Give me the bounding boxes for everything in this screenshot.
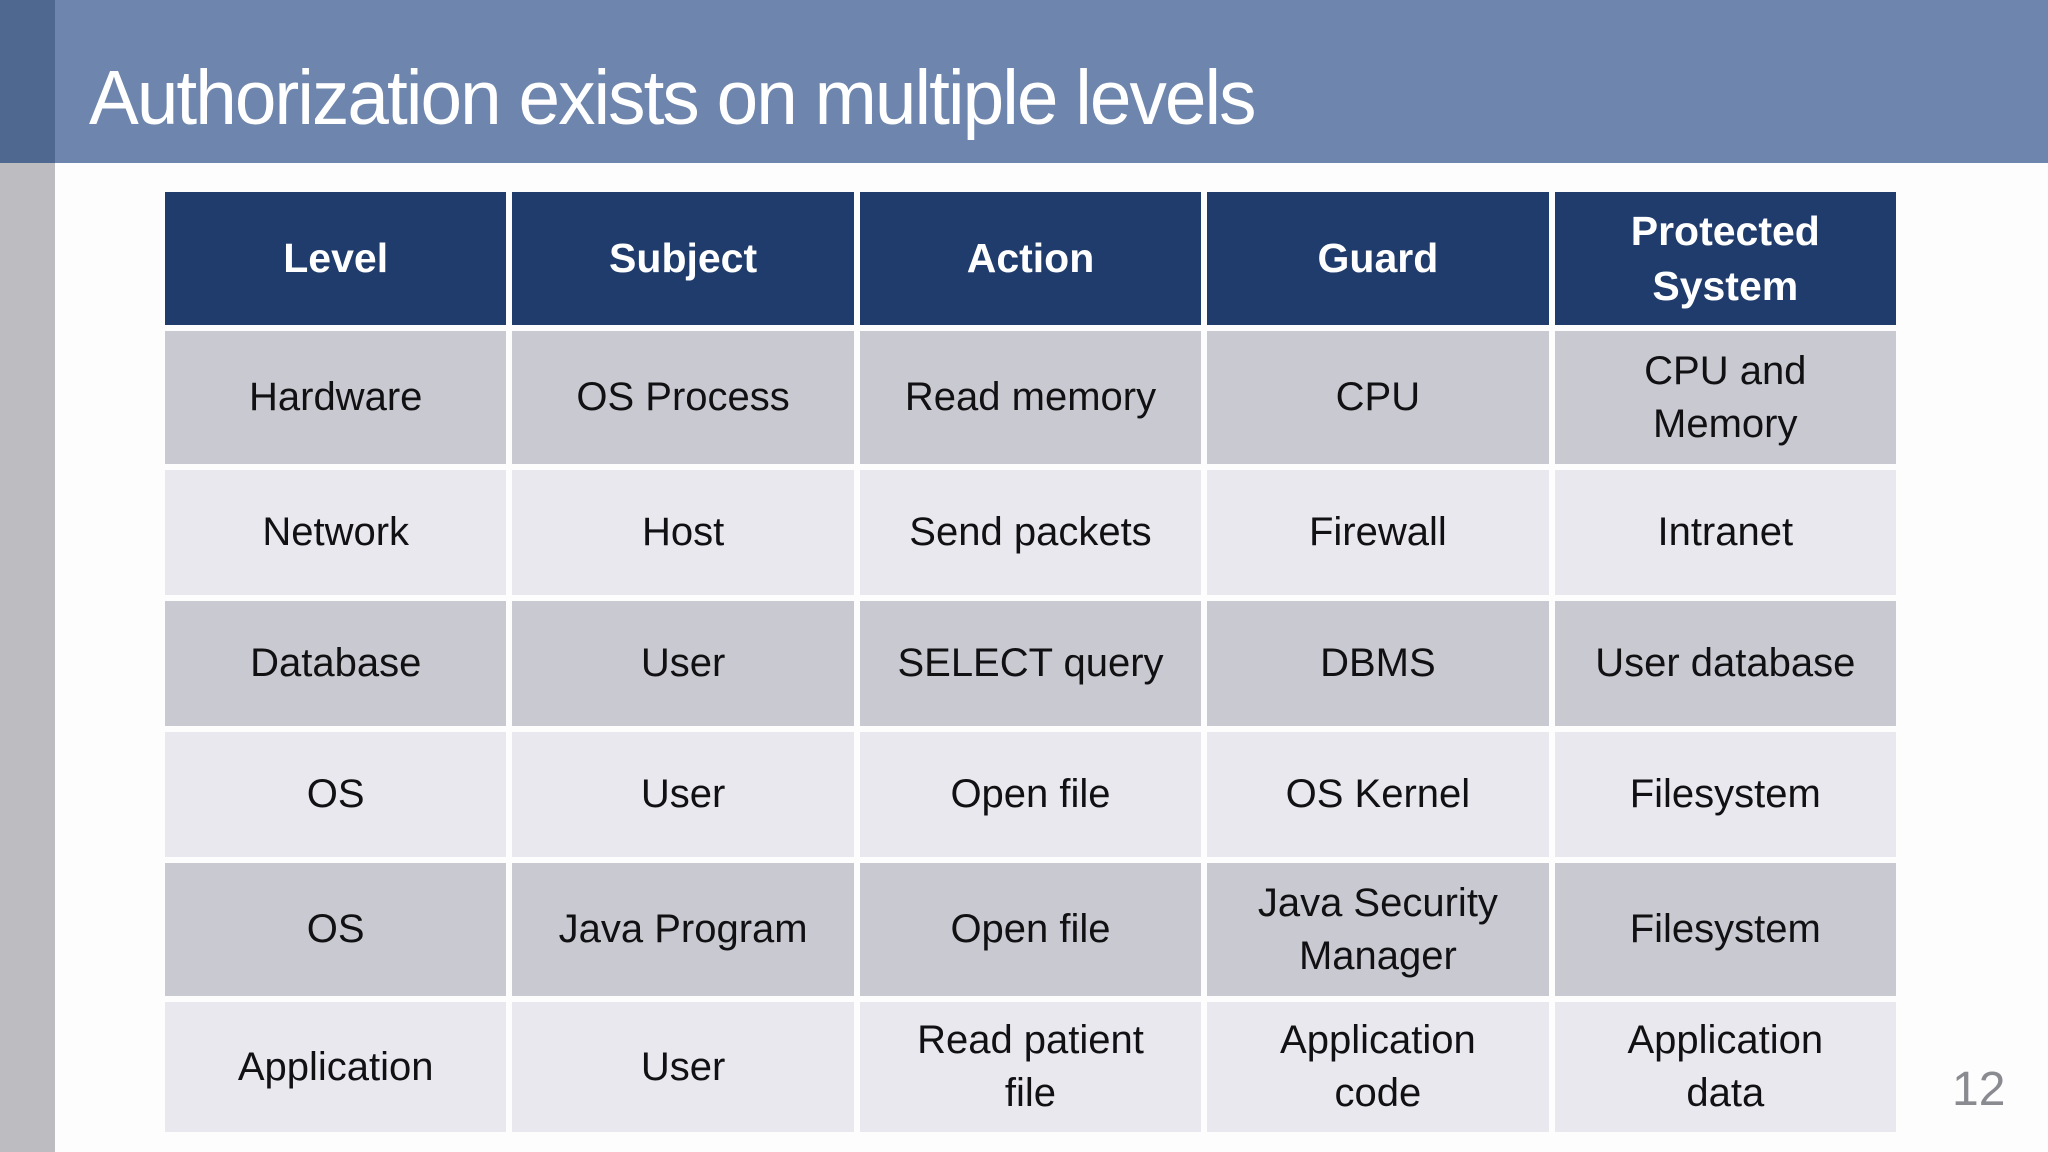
header-cell-level: Level	[165, 192, 507, 325]
table-cell: OS	[165, 863, 507, 996]
table-cell: Database	[165, 601, 507, 726]
table-cell: Java Program	[512, 863, 854, 996]
authorization-table: Level Subject Action Guard Protected Sys…	[165, 192, 1896, 1132]
table-cell: Read patient file	[859, 1002, 1202, 1132]
table-cell: User	[512, 732, 854, 857]
table-cell: DBMS	[1207, 601, 1549, 726]
header-cell-protected-system: Protected System	[1554, 192, 1896, 325]
table-cell: Filesystem	[1554, 863, 1896, 996]
table-cell: Send packets	[859, 470, 1202, 595]
table-cell: SELECT query	[859, 601, 1202, 726]
slide-title: Authorization exists on multiple levels	[88, 55, 1257, 141]
table-cell: Network	[165, 470, 507, 595]
table-cell: User	[512, 601, 854, 726]
table-cell: Application data	[1554, 1002, 1896, 1132]
title-banner: Authorization exists on multiple levels	[55, 0, 2048, 163]
header-cell-guard: Guard	[1207, 192, 1549, 325]
table-cell: Read memory	[859, 331, 1202, 464]
table-cell: Host	[512, 470, 854, 595]
table-cell: Open file	[859, 732, 1202, 857]
table-cell: Filesystem	[1554, 732, 1896, 857]
header-cell-subject: Subject	[512, 192, 854, 325]
left-accent-strip	[0, 0, 55, 1152]
table-cell: User database	[1554, 601, 1896, 726]
table-cell: Firewall	[1207, 470, 1549, 595]
table-cell: OS Process	[512, 331, 854, 464]
table-cell: Application code	[1207, 1002, 1549, 1132]
table-cell: Intranet	[1554, 470, 1896, 595]
table-cell: Hardware	[165, 331, 507, 464]
table-cell: Open file	[859, 863, 1202, 996]
table-cell: Java Security Manager	[1207, 863, 1549, 996]
table-cell: CPU and Memory	[1554, 331, 1896, 464]
left-accent-strip-top	[0, 0, 55, 163]
table-cell: Application	[165, 1002, 507, 1132]
table-cell: User	[512, 1002, 854, 1132]
header-cell-action: Action	[859, 192, 1202, 325]
table-cell: CPU	[1207, 331, 1549, 464]
table-cell: OS Kernel	[1207, 732, 1549, 857]
table-cell: OS	[165, 732, 507, 857]
page-number: 12	[1952, 1063, 2006, 1116]
